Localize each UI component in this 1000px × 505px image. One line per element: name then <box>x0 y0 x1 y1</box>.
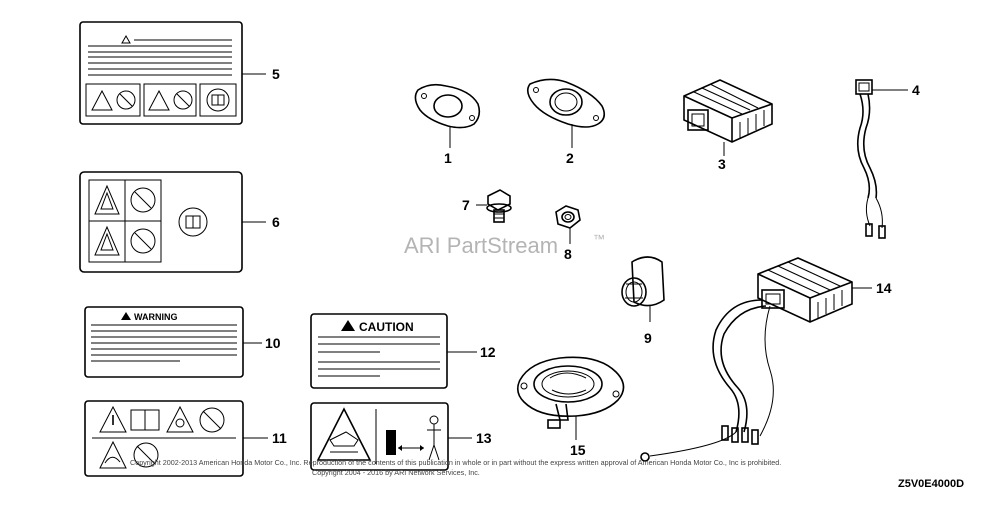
part-4-wire-harness[interactable] <box>855 79 886 239</box>
callout-11[interactable]: 11 <box>272 430 287 446</box>
callout-7[interactable]: 7 <box>462 197 470 213</box>
callout-5[interactable]: 5 <box>272 66 280 82</box>
part-8-flange-nut[interactable] <box>555 205 581 229</box>
callout-1[interactable]: 1 <box>444 150 452 166</box>
part-7-flange-bolt[interactable] <box>486 189 512 223</box>
part-1-gasket[interactable] <box>414 83 481 129</box>
part-9-cap[interactable] <box>621 256 665 307</box>
caution-label-title: CAUTION <box>359 320 414 334</box>
part-6-label-decal[interactable] <box>79 171 243 273</box>
part-2-gasket[interactable] <box>526 78 606 128</box>
diagram-code: Z5V0E4000D <box>898 478 964 490</box>
callout-9[interactable]: 9 <box>644 330 652 346</box>
part-13-hot-surface-label[interactable] <box>310 402 449 471</box>
callout-4[interactable]: 4 <box>912 82 920 98</box>
callout-2[interactable]: 2 <box>566 150 574 166</box>
part-10-warning-label[interactable]: WARNING <box>84 306 244 378</box>
warning-label-title: WARNING <box>134 312 178 322</box>
part-15-pump[interactable] <box>516 356 625 429</box>
callout-14[interactable]: 14 <box>876 280 892 296</box>
part-3-regulator-rectifier[interactable] <box>683 79 773 143</box>
copyright-line-1: Copyright 2002-2013 American Honda Motor… <box>130 458 781 467</box>
part-12-caution-label[interactable]: CAUTION <box>310 313 448 389</box>
callout-8[interactable]: 8 <box>564 246 572 262</box>
callout-15[interactable]: 15 <box>570 442 586 458</box>
part-14-regulator-with-harness[interactable] <box>640 257 853 462</box>
callout-6[interactable]: 6 <box>272 214 280 230</box>
copyright-line-2: Copyright 2004 - 2016 by ARI Network Ser… <box>312 468 480 477</box>
callout-12[interactable]: 12 <box>480 344 496 360</box>
callout-3[interactable]: 3 <box>718 156 726 172</box>
watermark-text: ARI PartStream <box>404 233 558 258</box>
watermark-tm: ™ <box>593 232 605 246</box>
callout-13[interactable]: 13 <box>476 430 492 446</box>
part-5-label-decal[interactable] <box>79 21 243 125</box>
callout-10[interactable]: 10 <box>265 335 281 351</box>
